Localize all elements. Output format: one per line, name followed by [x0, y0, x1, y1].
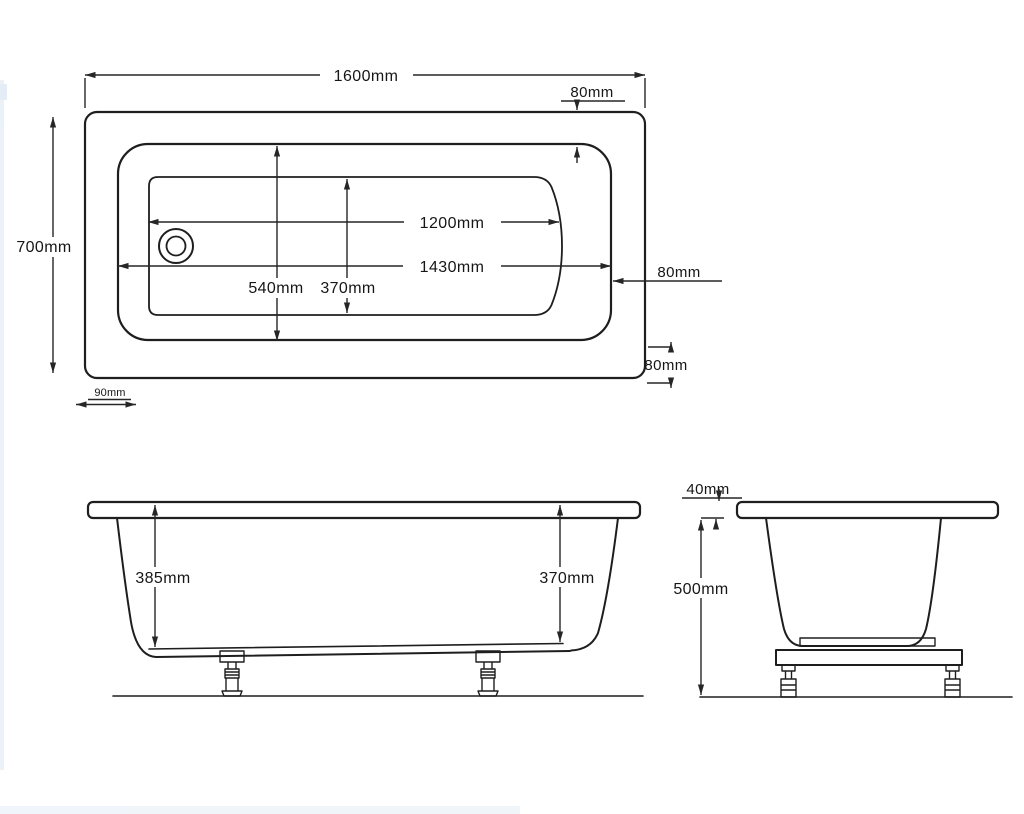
dim-500-label-bg — [666, 578, 736, 598]
plan-basin-floor — [148, 176, 563, 316]
scan-artifact-bottom — [0, 806, 520, 814]
dim-80-bottom-label: 80mm — [644, 357, 687, 374]
scan-artifact-corner — [0, 84, 7, 100]
dim-370-front-label-bg — [534, 567, 600, 587]
dim-90-label: 90mm — [94, 387, 125, 399]
dim-1200-label: 1200mm — [420, 215, 485, 232]
end-foot-right — [944, 664, 961, 698]
scan-artifacts — [0, 80, 520, 814]
dim-385-label: 385mm — [135, 570, 190, 587]
front-inner-bottom — [148, 642, 564, 650]
drain-inner-circle — [165, 235, 187, 257]
drain-outer-circle — [158, 228, 194, 264]
plan-outer-rim — [83, 110, 647, 380]
front-right-wall — [570, 517, 619, 652]
dim-370-front-label: 370mm — [539, 570, 594, 587]
dim-540-label-bg — [243, 278, 309, 298]
end-body — [765, 517, 942, 647]
dim-1200-label-bg — [404, 212, 501, 232]
end-base-board — [799, 637, 936, 647]
front-view: 385mm 370mm — [86, 500, 644, 697]
end-view: 40mm 500mm — [666, 481, 1013, 698]
front-adjustable-foot-left — [219, 650, 245, 697]
dim-385-label-bg — [130, 567, 196, 587]
dim-370-plan-label-bg — [315, 278, 381, 298]
plan-view: 1600mm 80mm 700mm 1200mm 1430mm 540mm 37… — [7, 65, 722, 408]
front-left-wall-outer — [116, 517, 571, 658]
dim-1600-label-bg — [320, 65, 413, 85]
plan-inner-rim — [116, 142, 613, 342]
dim-540-label: 540mm — [248, 280, 303, 297]
front-rim-slab — [86, 500, 642, 520]
dim-80-right-label: 80mm — [657, 264, 700, 281]
dim-80-bottom-arrow-up — [648, 342, 675, 353]
end-foot-left — [780, 664, 797, 698]
dim-700-label: 700mm — [16, 239, 71, 256]
dim-1430-label: 1430mm — [420, 259, 485, 276]
dim-1430-label-bg — [403, 256, 501, 276]
dim-40-label: 40mm — [686, 481, 729, 498]
end-rim-slab — [735, 500, 1000, 520]
dim-500-label: 500mm — [673, 581, 728, 598]
dim-370-plan-label: 370mm — [320, 280, 375, 297]
front-adjustable-foot-right — [475, 650, 501, 697]
scan-artifact-left — [0, 80, 4, 770]
end-cradle-bar — [775, 649, 963, 666]
dim-1600-label: 1600mm — [334, 68, 399, 85]
dim-700-label-bg — [7, 237, 81, 257]
dim-80-bottom-arrow-down — [647, 377, 675, 388]
dim-80-top-label: 80mm — [570, 84, 613, 101]
